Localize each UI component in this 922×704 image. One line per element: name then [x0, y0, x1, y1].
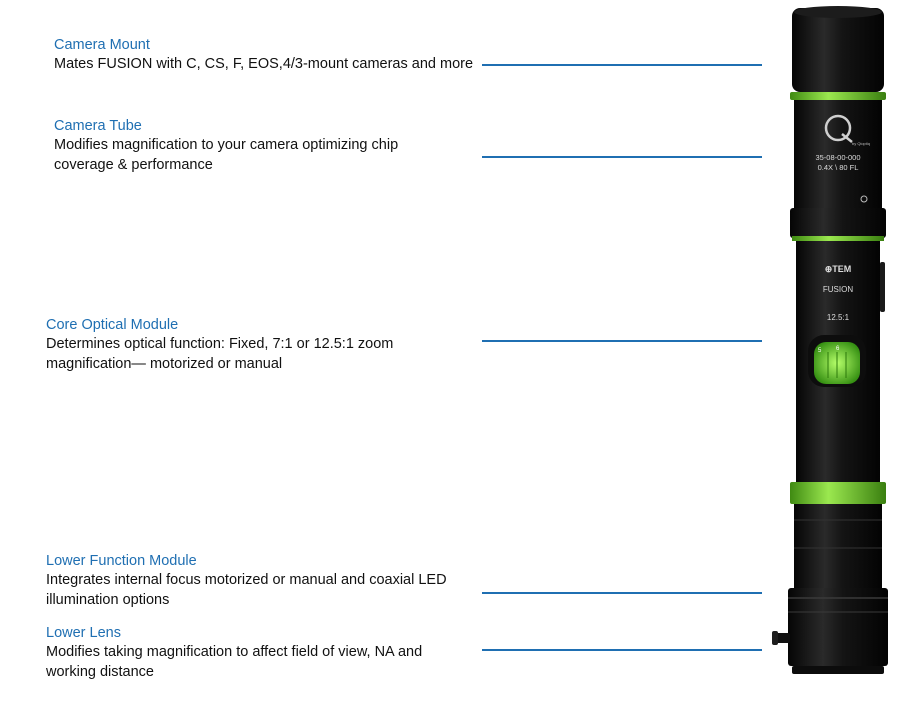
callout-description: Mates FUSION with C, CS, F, EOS,4/3-moun…	[54, 56, 474, 72]
module-collar	[790, 208, 886, 238]
dial-mark-left: 5	[818, 348, 822, 354]
q-logo-icon	[824, 114, 853, 143]
callout-description: Determines optical function: Fixed, 7:1 …	[46, 336, 394, 372]
zoom-ratio-label: 12.5:1	[827, 313, 850, 322]
callout-title: Camera Tube	[54, 118, 142, 134]
green-ring	[790, 482, 886, 504]
callout-lower-lens: Lower Lens Modifies taking magnification…	[46, 624, 466, 682]
callout-core-optical-module: Core Optical Module Determines optical f…	[46, 316, 446, 374]
leader-line	[482, 340, 762, 342]
side-knob	[880, 262, 885, 312]
maker-small-label: by Qioptiq	[852, 141, 870, 146]
callout-description: Integrates internal focus motorized or m…	[46, 572, 447, 608]
set-screw-head	[772, 631, 778, 645]
callout-title: Lower Function Module	[46, 553, 197, 569]
dial-mark-right: 6	[836, 346, 840, 352]
brand-label: ⊕TEM	[825, 264, 852, 274]
callout-lower-function-module: Lower Function Module Integrates interna…	[46, 552, 476, 610]
screw-icon	[860, 195, 868, 203]
spec-label: 0.4X \ 80 FL	[818, 163, 859, 172]
fusion-lens-illustration: by Qioptiq 35-08-00-000 0.4X \ 80 FL ⊕TE…	[772, 6, 888, 674]
set-screw-icon	[776, 633, 790, 643]
leader-line	[482, 649, 762, 651]
top-rim	[794, 6, 882, 18]
camera-mount-housing	[792, 8, 884, 92]
product-label: FUSION	[823, 285, 853, 294]
callout-description: Modifies magnification to your camera op…	[54, 137, 399, 173]
callout-title: Camera Mount	[54, 37, 150, 53]
lower-function-module-housing	[794, 504, 882, 588]
callout-title: Core Optical Module	[46, 317, 179, 333]
callout-description: Modifies taking magnification to affect …	[46, 644, 423, 680]
leader-line	[482, 156, 762, 158]
part-number-label: 35-08-00-000	[815, 153, 860, 162]
leader-line	[482, 592, 762, 594]
leader-line	[482, 64, 762, 66]
camera-tube-housing	[794, 100, 882, 208]
green-ring	[792, 236, 884, 241]
callout-title: Lower Lens	[46, 625, 121, 641]
callout-camera-tube: Camera Tube Modifies magnification to yo…	[54, 117, 454, 175]
green-ring	[790, 92, 886, 100]
lower-lens-housing	[788, 588, 888, 666]
callout-camera-mount: Camera Mount Mates FUSION with C, CS, F,…	[54, 36, 474, 75]
lens-bottom-rim	[792, 666, 884, 674]
